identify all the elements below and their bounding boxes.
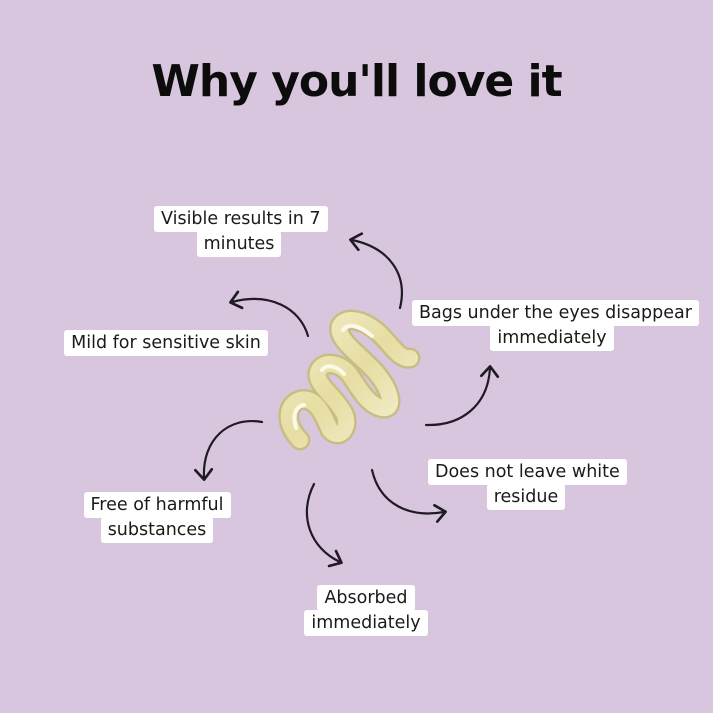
arrow-icon [305, 482, 343, 568]
arrow-icon [370, 468, 447, 523]
page-title: Why you'll love it [151, 56, 562, 107]
benefit-label: Absorbed immediately [304, 585, 428, 636]
arrow-icon [194, 419, 264, 481]
arrow-icon [229, 290, 310, 338]
arrow-icon [424, 365, 500, 427]
benefit-label: Visible results in 7 minutes [154, 206, 328, 257]
benefit-label: Mild for sensitive skin [64, 330, 268, 356]
benefit-label: Does not leave white residue [428, 459, 627, 510]
arrow-icon [349, 232, 403, 310]
cream-squiggle [278, 309, 421, 451]
benefit-label: Bags under the eyes disappear immediatel… [412, 300, 699, 351]
benefit-label: Free of harmful substances [82, 492, 232, 543]
